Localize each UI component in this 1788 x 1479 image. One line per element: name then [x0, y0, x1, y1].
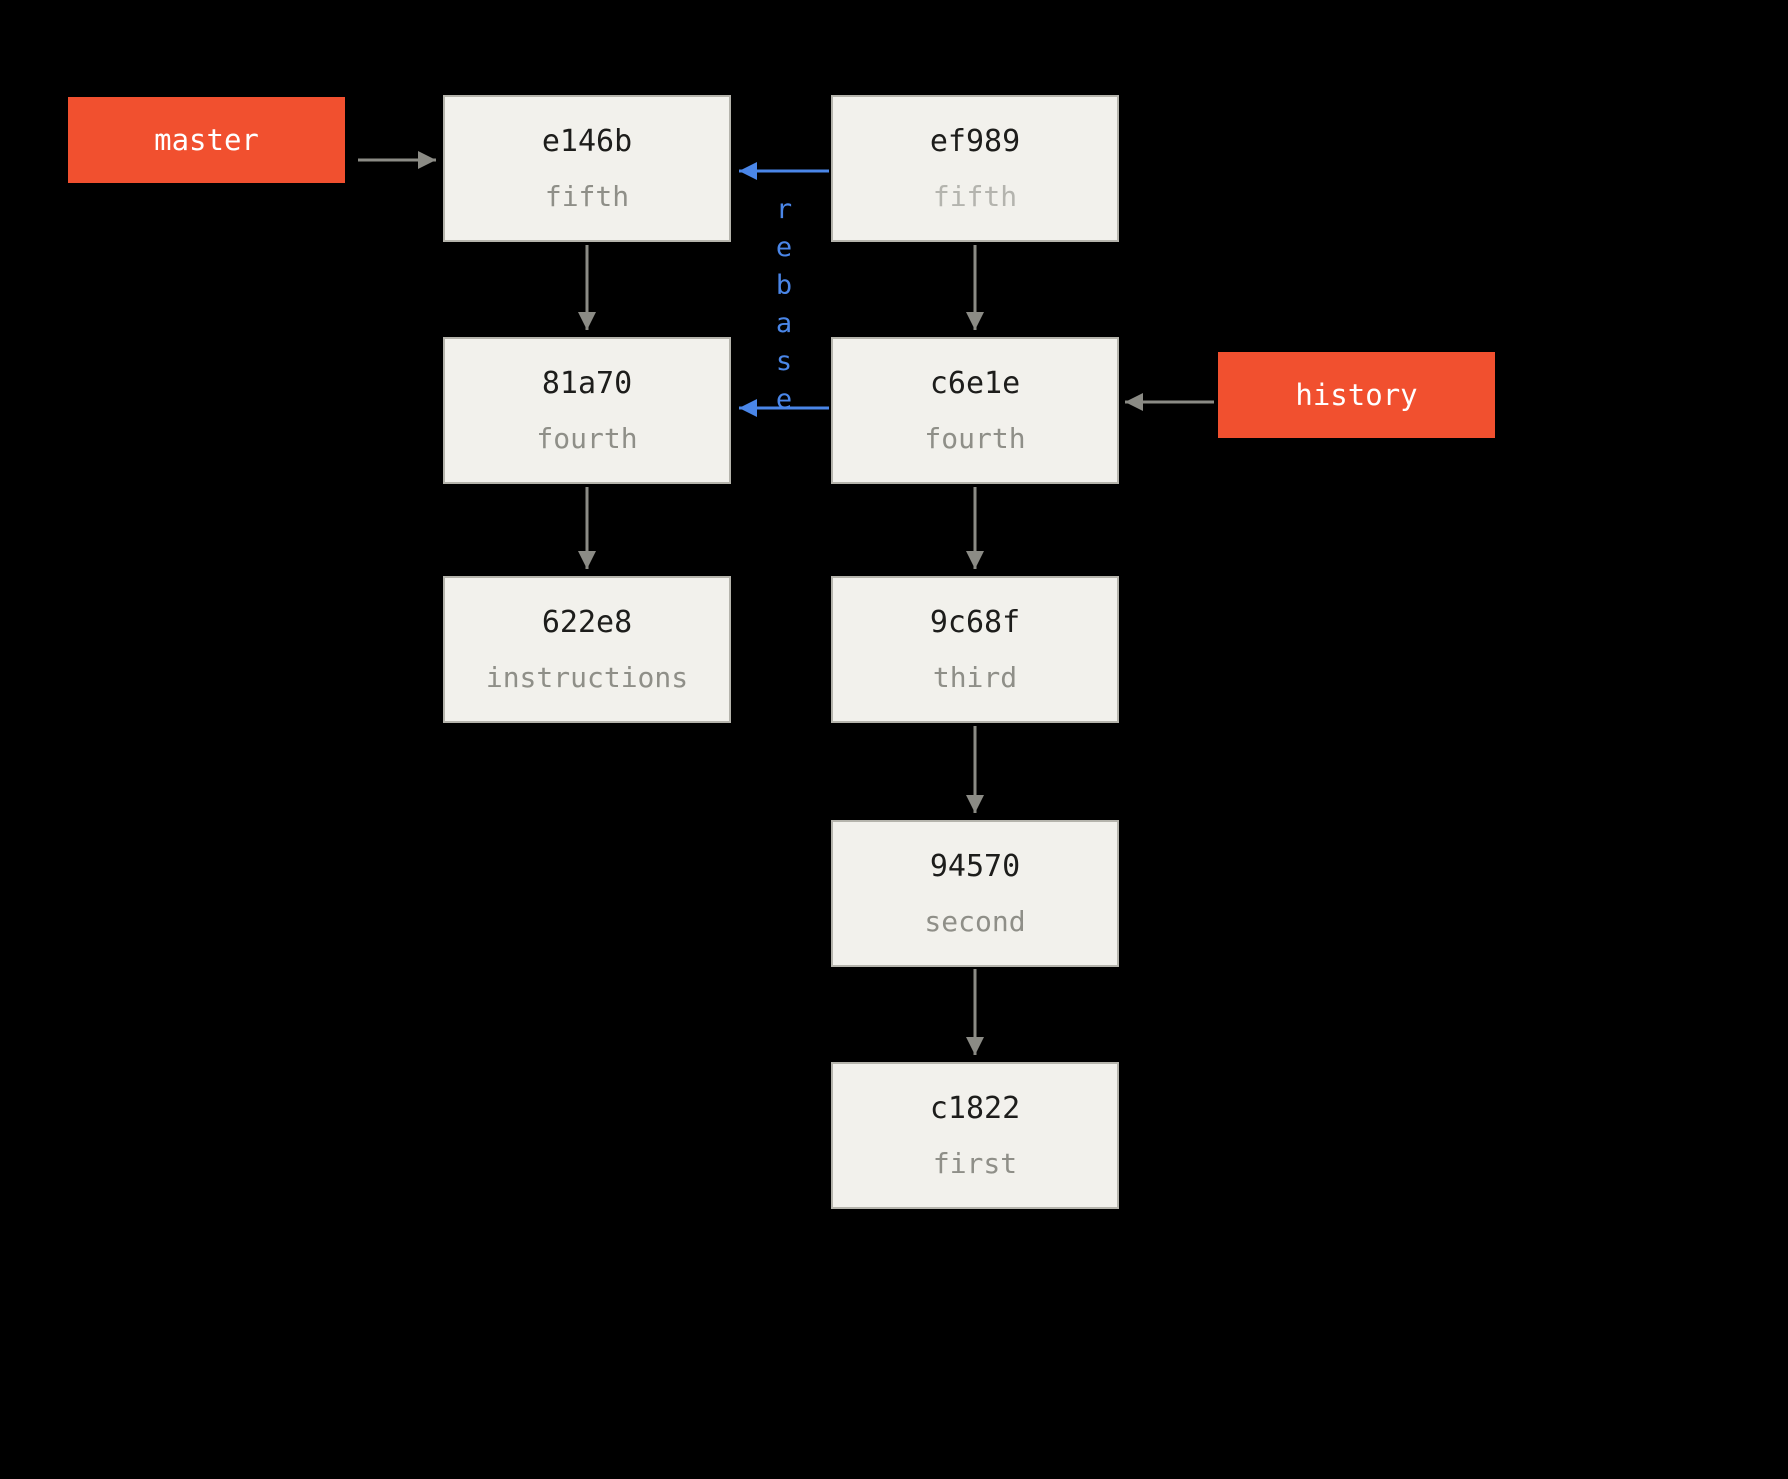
- commit-message: instructions: [485, 660, 689, 694]
- commit-id: 9c68f: [929, 604, 1021, 640]
- commit-node-ef989: ef989 fifth: [831, 95, 1119, 242]
- rebase-action-label: rebase: [768, 194, 800, 422]
- commit-id: ef989: [929, 123, 1021, 159]
- branch-label-history-text: history: [1295, 378, 1418, 412]
- branch-label-master: master: [68, 97, 345, 183]
- commit-node-9c68f: 9c68f third: [831, 576, 1119, 723]
- commit-node-94570: 94570 second: [831, 820, 1119, 967]
- commit-id: 622e8: [541, 604, 633, 640]
- commit-node-81a70: 81a70 fourth: [443, 337, 731, 484]
- commit-message: first: [932, 1146, 1018, 1180]
- branch-label-master-text: master: [154, 123, 259, 157]
- commit-message: third: [932, 660, 1018, 694]
- branch-label-history: history: [1218, 352, 1495, 438]
- commit-id: c6e1e: [929, 365, 1021, 401]
- commit-message: fourth: [924, 421, 1026, 455]
- commit-id: e146b: [541, 123, 633, 159]
- commit-id: 81a70: [541, 365, 633, 401]
- commit-id: 94570: [929, 848, 1021, 884]
- commit-id: c1822: [929, 1090, 1021, 1126]
- commit-node-c6e1e: c6e1e fourth: [831, 337, 1119, 484]
- commit-message: fifth: [544, 179, 630, 213]
- commit-node-c1822: c1822 first: [831, 1062, 1119, 1209]
- commit-node-e146b: e146b fifth: [443, 95, 731, 242]
- commit-message: fifth: [932, 179, 1018, 213]
- commit-message: second: [924, 904, 1026, 938]
- commit-node-622e8: 622e8 instructions: [443, 576, 731, 723]
- commit-message: fourth: [536, 421, 638, 455]
